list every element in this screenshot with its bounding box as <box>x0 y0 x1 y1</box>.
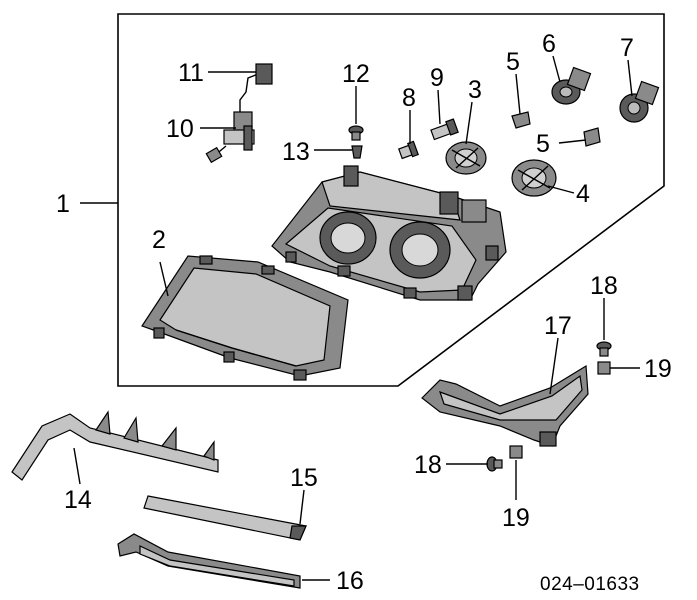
cover-cap-4 <box>511 159 557 197</box>
callout-4: 4 <box>576 180 590 208</box>
bulb-9 <box>430 118 459 141</box>
clip-5-upper <box>511 111 531 129</box>
trim-strip-14 <box>11 410 219 481</box>
callout-19-upper: 19 <box>644 355 672 383</box>
callout-8: 8 <box>402 84 416 112</box>
nut-19-upper <box>597 361 611 375</box>
headlight-housing <box>271 165 507 301</box>
callout-1: 1 <box>56 190 70 218</box>
callout-5-upper: 5 <box>506 48 520 76</box>
socket-6 <box>551 66 592 105</box>
bulb-h7 <box>205 63 273 164</box>
clip-5-lower <box>583 127 601 147</box>
cover-cap-3 <box>445 141 487 175</box>
bulb-8 <box>398 140 419 160</box>
seal-strip-15 <box>143 495 307 541</box>
socket-7 <box>619 80 660 123</box>
callout-6: 6 <box>542 30 556 58</box>
callout-9: 9 <box>430 64 444 92</box>
callout-labels: 1 2 3 4 5 5 6 7 8 9 10 11 12 13 14 15 16… <box>56 30 672 595</box>
screw-18-upper <box>596 341 612 357</box>
callout-12: 12 <box>342 60 370 88</box>
diagram-code: 024–01633 <box>540 574 640 595</box>
headlight-lens <box>141 255 349 381</box>
screw-12 <box>348 125 364 141</box>
callout-10: 10 <box>166 115 194 143</box>
callout-15: 15 <box>290 464 318 492</box>
callout-18-upper: 18 <box>590 272 618 300</box>
callout-2: 2 <box>152 226 166 254</box>
callout-14: 14 <box>64 486 92 514</box>
callout-18-lower: 18 <box>414 451 442 479</box>
callout-7: 7 <box>620 34 634 62</box>
nut-19-lower <box>509 445 523 459</box>
callout-13: 13 <box>282 138 310 166</box>
callout-11: 11 <box>178 59 204 87</box>
screw-18-lower <box>486 456 503 472</box>
callout-16: 16 <box>336 567 364 595</box>
clip-13 <box>351 145 363 159</box>
callout-17: 17 <box>544 312 572 340</box>
callout-3: 3 <box>468 76 482 104</box>
mounting-bracket <box>421 364 589 447</box>
callout-5-lower: 5 <box>536 130 550 158</box>
assembly-boundary <box>117 13 665 387</box>
leader-lines <box>73 55 640 581</box>
callout-19-lower: 19 <box>502 504 530 532</box>
seal-strip-16 <box>117 533 301 589</box>
